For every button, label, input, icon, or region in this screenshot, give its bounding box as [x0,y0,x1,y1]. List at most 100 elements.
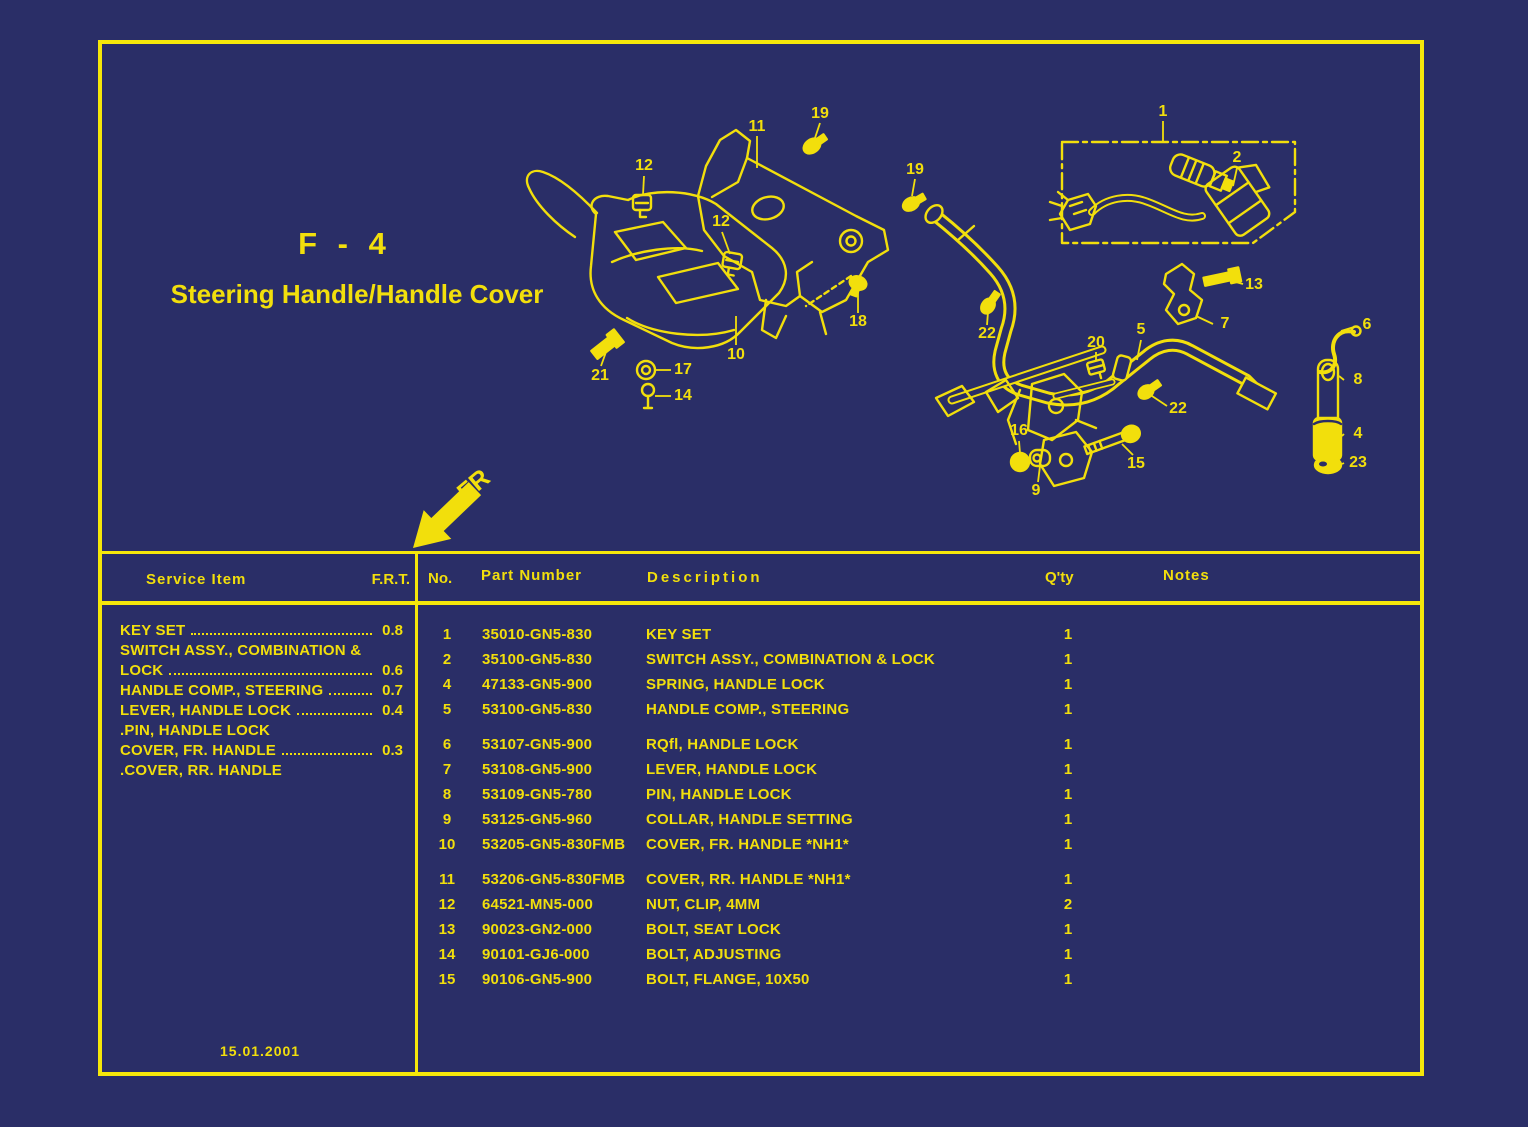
part-notes-cell [1090,697,1420,722]
part-description-cell: LEVER, HANDLE LOCK [646,761,818,778]
part-no-cell: 9 [442,811,452,828]
parts-table-row: 13 90023-GN2-000 BOLT, SEAT LOCK 1 [430,917,1420,942]
parts-table-row: 4 47133-GN5-900 SPRING, HANDLE LOCK 1 [430,672,1420,697]
service-item-label: .COVER, RR. HANDLE [120,762,282,779]
parts-table-row: 2 35100-GN5-830 SWITCH ASSY., COMBINATIO… [430,647,1420,672]
part-notes-cell [1090,967,1420,992]
part-number-cell: 53125-GN5-960 [482,811,593,828]
part-description-cell: HANDLE COMP., STEERING [646,701,850,718]
qty-header: Q'ty [1045,569,1074,586]
part-notes-cell [1090,832,1420,857]
part-qty-cell: 1 [1063,836,1073,853]
part-no-cell: 7 [442,761,452,778]
part-qty-cell: 2 [1063,896,1073,913]
part-no-cell: 10 [438,836,456,853]
part-number-cell: 53205-GN5-830FMB [482,836,626,853]
part-no-cell: 13 [438,921,456,938]
parts-table: 1 35010-GN5-830 KEY SET 1 2 35100-GN5-83… [430,622,1420,992]
part-no-cell: 5 [442,701,452,718]
service-item-header: Service Item [146,571,247,588]
part-description-cell: RQfl, HANDLE LOCK [646,736,799,753]
part-notes-cell [1090,672,1420,697]
service-item-label: SWITCH ASSY., COMBINATION & [120,642,362,659]
part-notes-cell [1090,732,1420,757]
service-item-label: .PIN, HANDLE LOCK [120,722,271,739]
part-qty-cell: 1 [1063,626,1073,643]
part-number-cell: 53206-GN5-830FMB [482,871,626,888]
service-item-frt-value: 0.7 [382,682,403,699]
part-notes-cell [1090,807,1420,832]
parts-table-row: 1 35010-GN5-830 KEY SET 1 [430,622,1420,647]
frt-header: F.R.T. [371,571,410,588]
dot-leader [297,713,372,715]
service-table-row: KEY SET 0.8 [120,621,403,641]
service-table-row: COVER, FR. HANDLE 0.3 [120,741,403,761]
service-table-row: HANDLE COMP., STEERING 0.7 [120,681,403,701]
part-number-cell: 90023-GN2-000 [482,921,593,938]
parts-table-row: 6 53107-GN5-900 RQfl, HANDLE LOCK 1 [430,732,1420,757]
page-border [98,40,1424,1076]
part-no-cell: 12 [438,896,456,913]
service-table-row: .COVER, RR. HANDLE [120,761,403,781]
parts-table-row: 12 64521-MN5-000 NUT, CLIP, 4MM 2 [430,892,1420,917]
page-code: F - 4 [298,226,392,261]
part-qty-cell: 1 [1063,971,1073,988]
part-qty-cell: 1 [1063,701,1073,718]
parts-table-row: 10 53205-GN5-830FMB COVER, FR. HANDLE *N… [430,832,1420,857]
part-number-cell: 53108-GN5-900 [482,761,593,778]
service-item-table: KEY SET 0.8 SWITCH ASSY., COMBINATION & … [120,621,403,781]
part-number-cell: 53100-GN5-830 [482,701,593,718]
part-number-cell: 35100-GN5-830 [482,651,593,668]
part-qty-cell: 1 [1063,676,1073,693]
service-item-label: LEVER, HANDLE LOCK [120,702,292,719]
dot-leader [329,693,372,695]
part-description-cell: BOLT, FLANGE, 10X50 [646,971,810,988]
part-description-cell: COVER, RR. HANDLE *NH1* [646,871,851,888]
notes-header: Notes [1163,567,1210,584]
table-header-rule [100,601,1424,605]
no-header: No. [428,570,453,587]
part-qty-cell: 1 [1063,946,1073,963]
service-item-frt-value: 0.4 [382,702,403,719]
part-number-cell: 47133-GN5-900 [482,676,593,693]
part-number-cell: 64521-MN5-000 [482,896,593,913]
part-qty-cell: 1 [1063,921,1073,938]
parts-table-row: 11 53206-GN5-830FMB COVER, RR. HANDLE *N… [430,867,1420,892]
parts-table-row: 15 90106-GN5-900 BOLT, FLANGE, 10X50 1 [430,967,1420,992]
part-description-cell: BOLT, ADJUSTING [646,946,782,963]
part-no-cell: 4 [442,676,452,693]
part-qty-cell: 1 [1063,761,1073,778]
parts-table-row: 7 53108-GN5-900 LEVER, HANDLE LOCK 1 [430,757,1420,782]
service-item-frt-value: 0.3 [382,742,403,759]
parts-table-row: 14 90101-GJ6-000 BOLT, ADJUSTING 1 [430,942,1420,967]
service-item-label: LOCK [120,662,164,679]
part-number-cell: 35010-GN5-830 [482,626,593,643]
part-number-header: Part Number [481,567,583,584]
part-notes-cell [1090,892,1420,917]
part-qty-cell: 1 [1063,651,1073,668]
part-no-cell: 1 [442,626,452,643]
page-title: Steering Handle/Handle Cover [170,279,544,309]
part-description-cell: BOLT, SEAT LOCK [646,921,781,938]
table-vertical-divider [415,551,418,1072]
part-qty-cell: 1 [1063,786,1073,803]
part-qty-cell: 1 [1063,811,1073,828]
part-qty-cell: 1 [1063,871,1073,888]
part-number-cell: 53109-GN5-780 [482,786,593,803]
service-item-label: KEY SET [120,622,186,639]
part-notes-cell [1090,867,1420,892]
part-notes-cell [1090,782,1420,807]
part-no-cell: 11 [439,871,455,888]
service-table-row: SWITCH ASSY., COMBINATION & [120,641,403,661]
table-top-rule [100,551,1424,554]
dot-leader [169,673,372,675]
part-number-cell: 53107-GN5-900 [482,736,593,753]
description-header: Description [647,569,763,586]
part-no-cell: 2 [442,651,452,668]
parts-table-row: 5 53100-GN5-830 HANDLE COMP., STEERING 1 [430,697,1420,722]
service-item-frt-value: 0.6 [382,662,403,679]
service-item-label: HANDLE COMP., STEERING [120,682,324,699]
part-no-cell: 6 [442,736,452,753]
part-description-cell: COVER, FR. HANDLE *NH1* [646,836,849,853]
